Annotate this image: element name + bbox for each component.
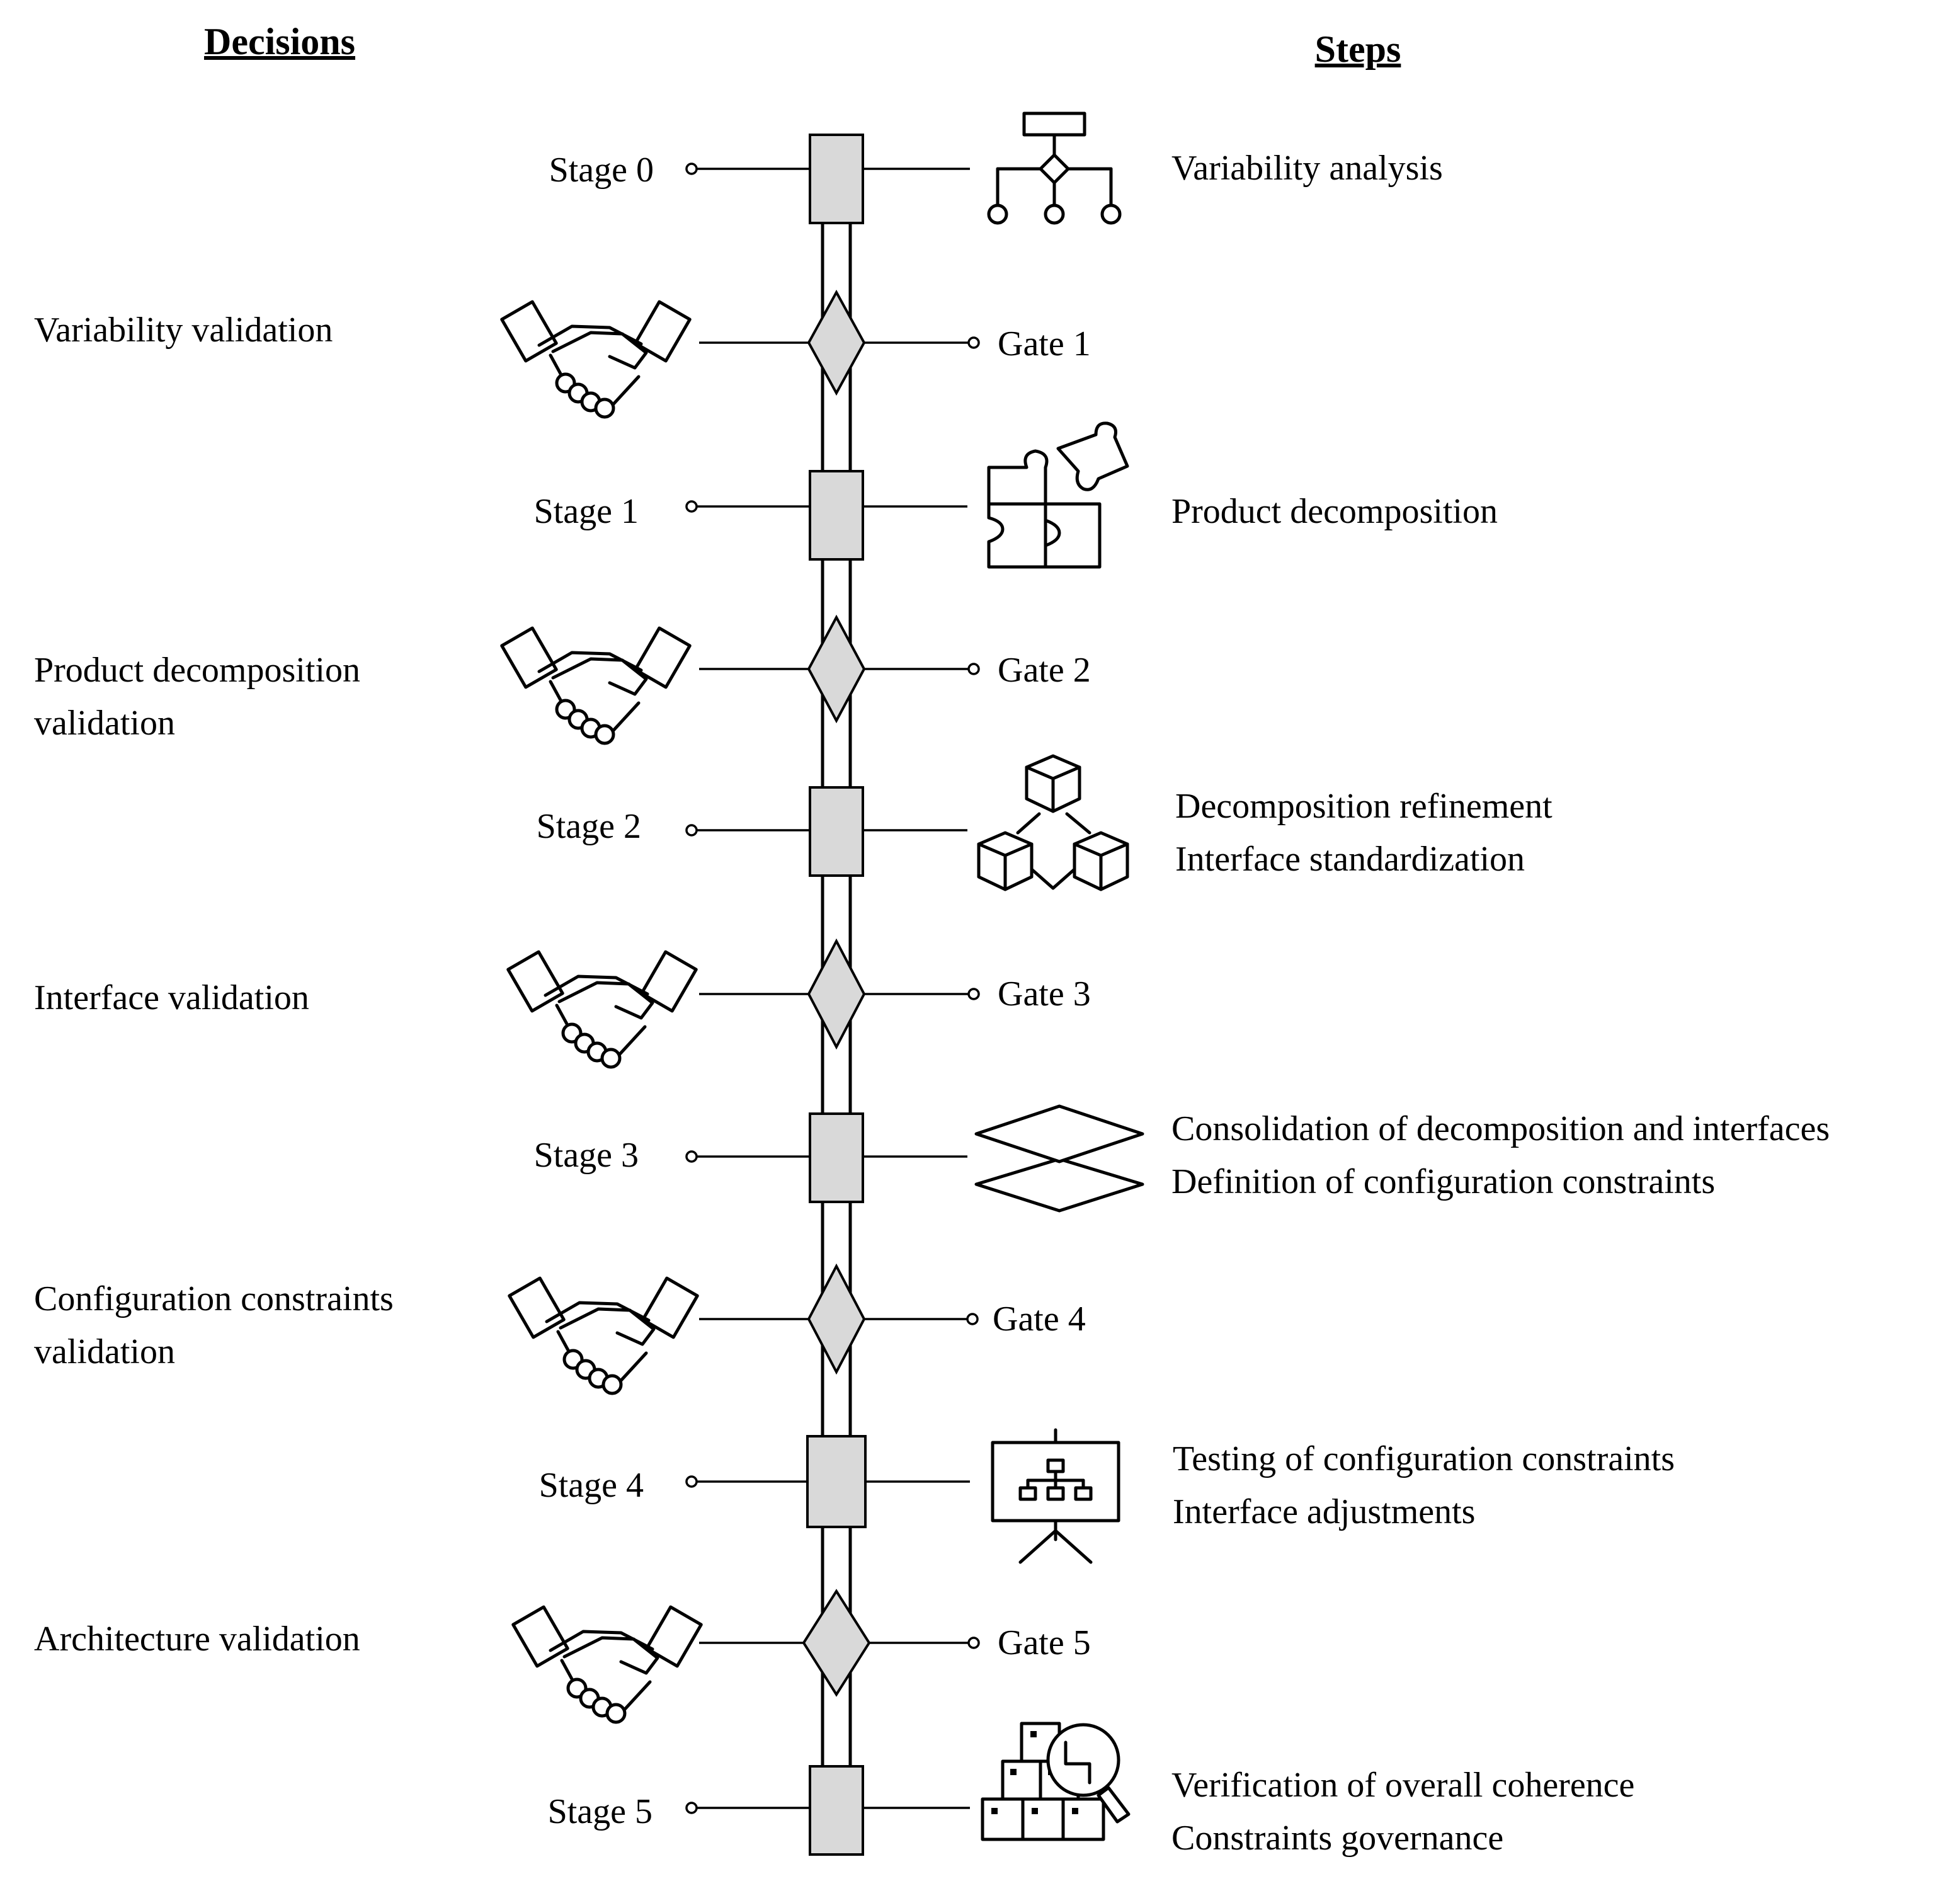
- gate-1: Gate 1 Variability validation: [34, 289, 1091, 419]
- hierarchy-decision-icon: [987, 111, 1122, 225]
- stage-3-step-1: Consolidation of decomposition and inter…: [1171, 1109, 1830, 1148]
- gate-5-decision-line-1: Architecture validation: [34, 1620, 360, 1659]
- gate-5: Gate 5 Architecture validation: [34, 1589, 1091, 1724]
- gate-4-label: Gate 4: [993, 1300, 1086, 1339]
- gate-4-node: [807, 1263, 866, 1375]
- gate-3: Gate 3 Interface validation: [34, 938, 1091, 1069]
- stage-4: Stage 4 Testing of configuration constra…: [539, 1428, 1675, 1564]
- gate-4: Gate 4 Configuration constraints validat…: [34, 1263, 1086, 1395]
- gate-2-decision-line-1: Product decomposition: [34, 651, 360, 690]
- stage-3-step-2: Definition of configuration constraints: [1171, 1162, 1715, 1201]
- gate-3-decision-line-1: Interface validation: [34, 978, 309, 1017]
- gate-1-decision-line-1: Variability validation: [34, 311, 333, 350]
- cubes-icon: [977, 754, 1129, 891]
- stage-3-node: [809, 1112, 864, 1203]
- stage-1-node: [809, 470, 864, 561]
- stage-5: Stage 5 Verification of overall coherenc…: [548, 1722, 1634, 1858]
- stage-4-step-2: Interface adjustments: [1173, 1492, 1475, 1531]
- steps-header: Steps: [1315, 28, 1401, 70]
- stage-2-node: [809, 786, 864, 877]
- stage-2-label: Stage 2: [537, 807, 641, 846]
- stage-1-step-1: Product decomposition: [1171, 492, 1498, 531]
- handshake-icon: [508, 1276, 699, 1395]
- stage-0-step-1: Variability analysis: [1171, 149, 1443, 188]
- layers-icon: [974, 1104, 1144, 1213]
- stage-2-step-1: Decomposition refinement: [1175, 787, 1553, 826]
- stage-2-step-2: Interface standardization: [1175, 840, 1525, 879]
- gate-3-label: Gate 3: [998, 974, 1091, 1014]
- stage-5-step-2: Constraints governance: [1171, 1819, 1503, 1858]
- handshake-icon: [511, 1605, 703, 1724]
- stage-5-label: Stage 5: [548, 1792, 652, 1831]
- handshake-icon: [506, 950, 698, 1069]
- puzzle-icon: [987, 421, 1129, 569]
- gate-5-node: [802, 1589, 871, 1697]
- handshake-icon: [500, 626, 692, 745]
- presentation-board-icon: [991, 1428, 1120, 1564]
- stage-0-label: Stage 0: [549, 151, 654, 190]
- gate-2: Gate 2 Product decomposition validation: [34, 614, 1091, 745]
- stage-4-label: Stage 4: [539, 1466, 644, 1505]
- gate-1-label: Gate 1: [998, 324, 1091, 363]
- gate-1-node: [807, 289, 866, 396]
- stage-4-step-1: Testing of configuration constraints: [1173, 1439, 1675, 1478]
- gate-2-decision-line-2: validation: [34, 704, 175, 743]
- gate-2-label: Gate 2: [998, 651, 1091, 690]
- handshake-icon: [500, 300, 692, 419]
- gate-2-node: [807, 614, 866, 724]
- stage-2: Stage 2 Decomposition refinement Interfa…: [537, 754, 1553, 891]
- gate-4-decision-line-1: Configuration constraints: [34, 1279, 394, 1318]
- stage-4-node: [806, 1435, 867, 1528]
- stage-3-label: Stage 3: [534, 1136, 639, 1175]
- decisions-header: Decisions: [204, 21, 355, 62]
- stage-1: Stage 1 Product decomposition: [534, 421, 1498, 569]
- stage-5-node: [809, 1765, 864, 1856]
- boxes-magnifier-icon: [981, 1722, 1131, 1841]
- stage-1-label: Stage 1: [534, 492, 639, 531]
- stage-5-step-1: Verification of overall coherence: [1171, 1766, 1634, 1805]
- gate-5-label: Gate 5: [998, 1623, 1091, 1662]
- gate-4-decision-line-2: validation: [34, 1332, 175, 1371]
- gate-3-node: [807, 938, 866, 1050]
- stage-3: Stage 3 Consolidation of decomposition a…: [534, 1104, 1830, 1213]
- stage-0: Stage 0 Variability analysis: [549, 111, 1443, 225]
- stage-0-node: [809, 134, 864, 224]
